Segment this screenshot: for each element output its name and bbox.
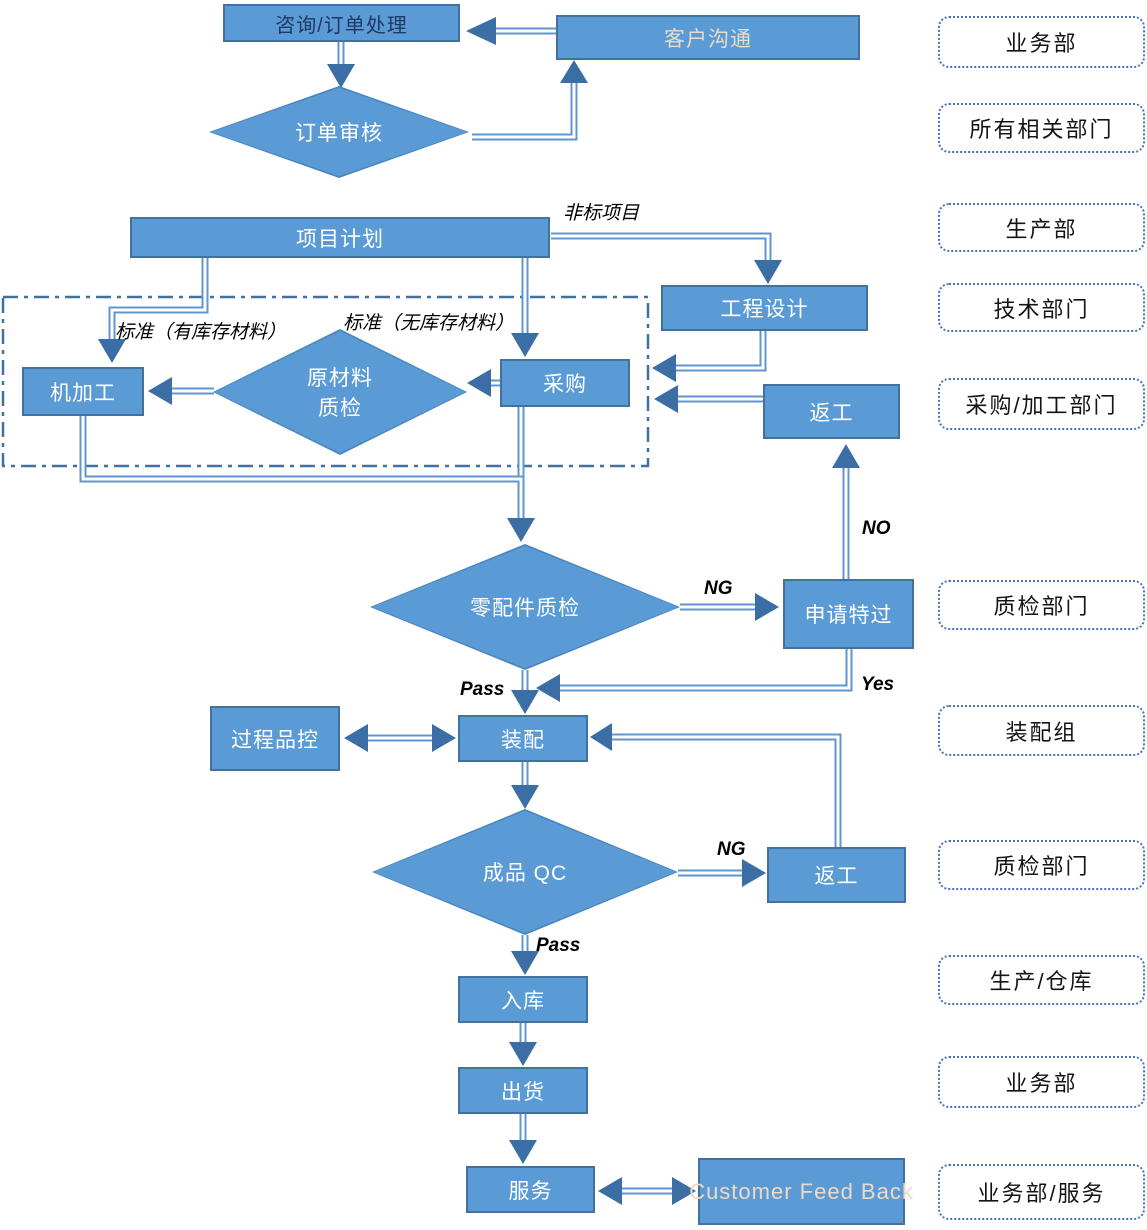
- arrow-productqc-to-rework2: [678, 859, 766, 887]
- arrow-productqc-to-warehouse: [511, 935, 539, 975]
- arrow-partsqc-to-assembly: [511, 670, 539, 714]
- dept-qc-2: 质检部门: [938, 840, 1145, 890]
- arrow-customercomm-to-consult: [466, 17, 556, 45]
- dept-technical: 技术部门: [938, 283, 1145, 332]
- dept-assembly-group: 装配组: [938, 705, 1145, 756]
- arrow-service-feedback-bidirectional: [598, 1177, 696, 1205]
- arrow-orderreview-to-customercomm: [472, 60, 588, 141]
- arrow-projectplan-to-purchase: [511, 258, 539, 357]
- arrow-projectplan-to-engineering: [551, 232, 782, 284]
- node-rework-2: 返工: [767, 847, 906, 903]
- node-consult-order: 咨询/订单处理: [223, 4, 460, 42]
- arrow-projectplan-to-machining: [98, 258, 209, 363]
- dept-qc-1: 质检部门: [938, 580, 1145, 630]
- dept-production: 生产部: [938, 203, 1145, 252]
- arrow-specialpass-to-assembly: [536, 649, 853, 702]
- label-ng-parts: NG: [704, 578, 733, 599]
- label-standard-without-stock: 标准（无库存材料）: [343, 313, 515, 334]
- label-ng-product: NG: [717, 839, 746, 860]
- node-customer-communication: 客户沟通: [556, 15, 860, 60]
- label-pass-parts: Pass: [460, 679, 505, 700]
- node-shipping: 出货: [458, 1067, 588, 1114]
- label-standard-with-stock: 标准（有库存材料）: [115, 322, 287, 343]
- arrow-assembly-to-productqc: [511, 762, 539, 809]
- arrow-purchase-to-materialqc: [467, 369, 500, 397]
- arrow-engineering-to-purchase: [652, 331, 767, 382]
- node-process-quality-control: 过程品控: [210, 706, 340, 771]
- arrow-ship-to-service: [509, 1114, 537, 1164]
- arrow-processqc-assembly-bidirectional: [344, 724, 456, 752]
- raw-material-qc-line2: 质检: [318, 397, 362, 420]
- node-warehouse-in: 入库: [458, 976, 588, 1023]
- node-machining: 机加工: [22, 367, 144, 416]
- standard-process-region-border: [1, 295, 650, 468]
- arrow-purchase-machining-to-partsqc: [79, 407, 535, 542]
- label-nonstandard-project: 非标项目: [563, 203, 640, 224]
- node-service: 服务: [466, 1166, 595, 1213]
- node-customer-feedback: Customer Feed Back: [689, 1158, 913, 1225]
- label-yes: Yes: [861, 674, 895, 695]
- arrow-warehouse-to-ship: [509, 1023, 537, 1066]
- node-project-plan: 项目计划: [130, 217, 550, 258]
- label-pass-product: Pass: [536, 935, 581, 956]
- arrow-partsqc-to-specialpass: [680, 593, 779, 621]
- node-assembly: 装配: [458, 715, 588, 762]
- dept-purchase-machining: 采购/加工部门: [938, 378, 1145, 430]
- arrow-rework2-to-assembly: [590, 723, 842, 847]
- node-rework-1: 返工: [763, 384, 900, 439]
- dept-business-service: 业务部/服务: [938, 1164, 1145, 1220]
- node-purchase: 采购: [500, 359, 630, 407]
- node-engineering-design: 工程设计: [661, 285, 868, 331]
- label-no: NO: [862, 518, 891, 539]
- raw-material-qc-line1: 原材料: [307, 367, 373, 390]
- dept-business-2: 业务部: [938, 1056, 1145, 1108]
- arrow-rework1-to-purchase: [654, 385, 763, 413]
- arrow-materialqc-to-machining: [148, 377, 214, 405]
- dept-business: 业务部: [938, 16, 1145, 68]
- dept-all-related: 所有相关部门: [938, 103, 1145, 153]
- node-special-pass-request: 申请特过: [783, 579, 914, 649]
- dept-production-warehouse: 生产/仓库: [938, 955, 1145, 1005]
- arrow-specialpass-to-rework1: [832, 444, 860, 579]
- arrow-consult-to-orderreview: [327, 42, 355, 88]
